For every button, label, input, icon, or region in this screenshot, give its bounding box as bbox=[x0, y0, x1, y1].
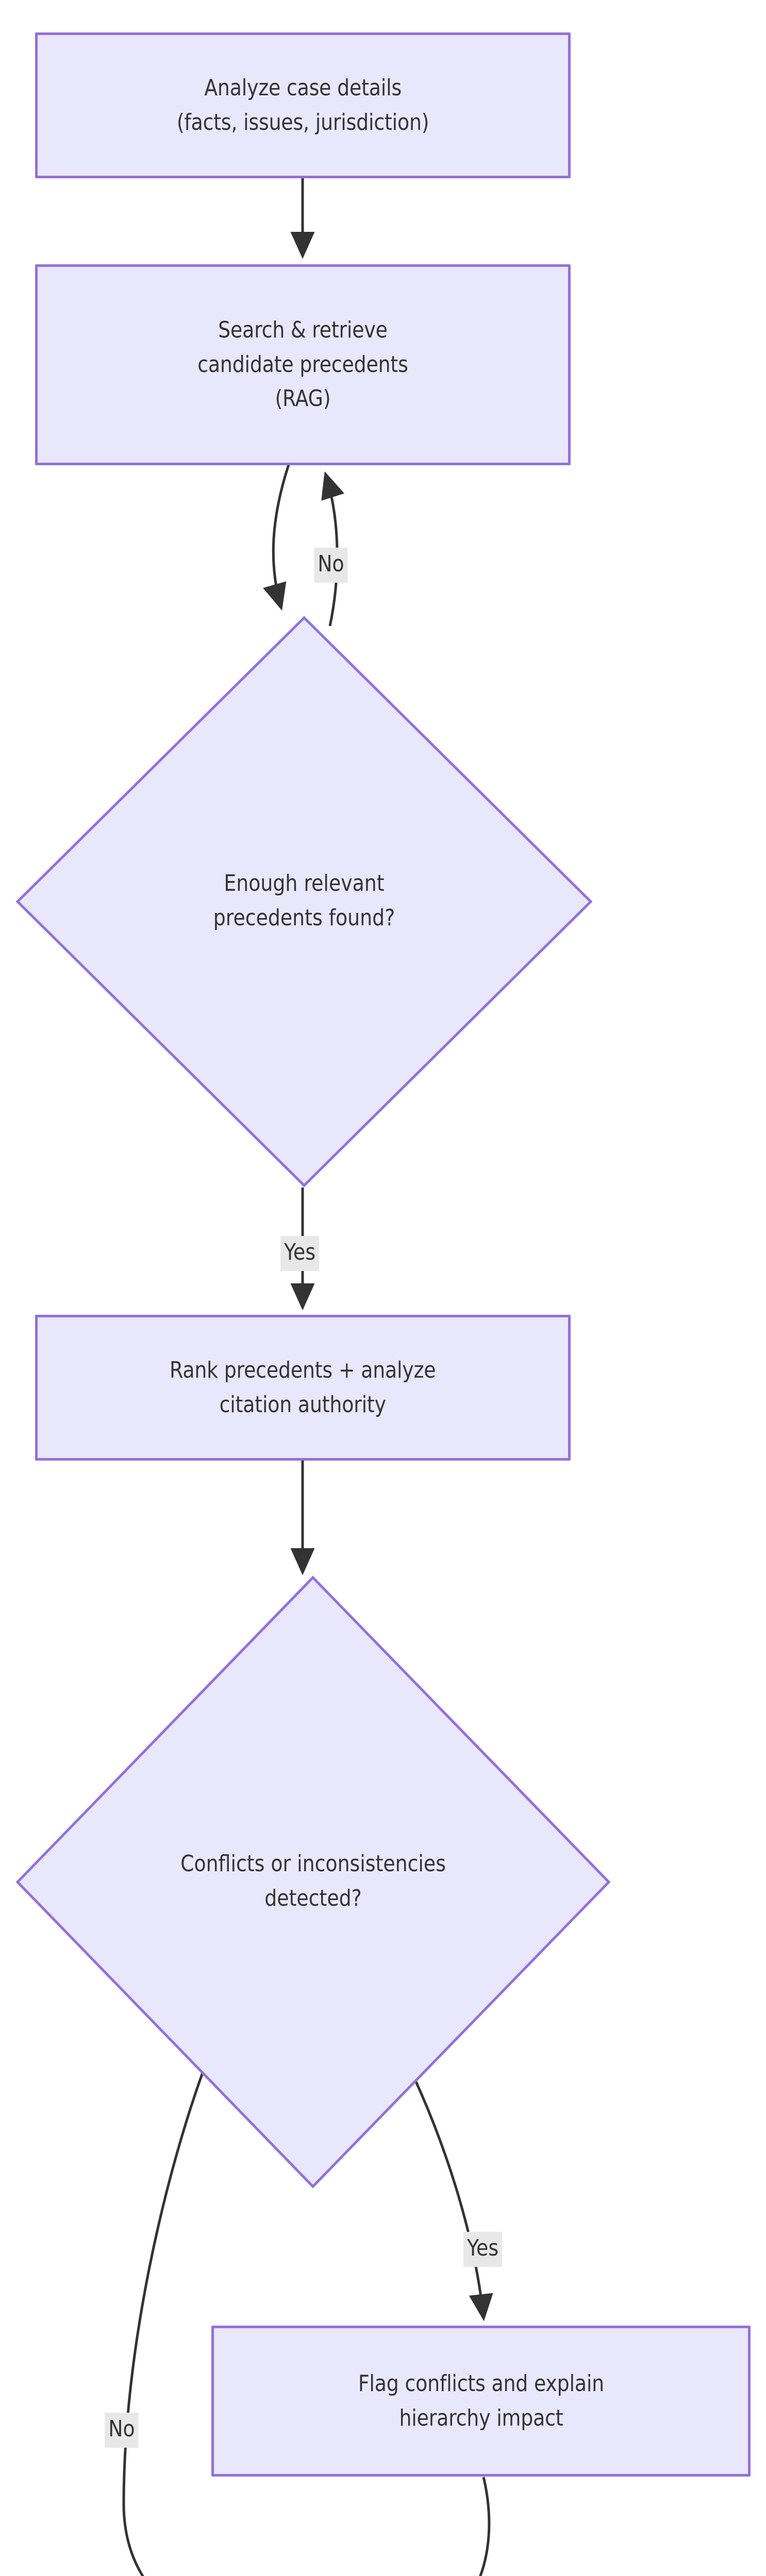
diamond-shape-enough-precedents bbox=[15, 616, 593, 1188]
node-flag-conflicts-label: Flag conflicts and explain hierarchy imp… bbox=[358, 2370, 604, 2431]
edge-label-yes-to-rank: Yes bbox=[280, 1236, 319, 1271]
edge-flag-to-deliver bbox=[478, 2477, 491, 2576]
edge-label-no-loop: No bbox=[314, 548, 348, 583]
node-conflicts-detected-decision-label: Conflicts or inconsistencies detected? bbox=[180, 1851, 446, 1911]
node-conflicts-detected-decision[interactable]: Conflicts or inconsistencies detected? bbox=[15, 1575, 611, 2189]
node-enough-precedents-decision-label: Enough relevant precedents found? bbox=[213, 870, 395, 931]
node-analyze-case-details-label: Analyze case details (facts, issues, jur… bbox=[176, 74, 429, 135]
node-rank-precedents[interactable]: Rank precedents + analyze citation autho… bbox=[35, 1315, 571, 1461]
diamond-shape-conflicts-detected bbox=[15, 1575, 611, 2189]
node-search-retrieve-precedents-label: Search & retrieve candidate precedents (… bbox=[197, 316, 408, 412]
node-search-retrieve-precedents[interactable]: Search & retrieve candidate precedents (… bbox=[35, 264, 571, 465]
node-analyze-case-details[interactable]: Analyze case details (facts, issues, jur… bbox=[35, 32, 571, 178]
edge-search-to-enough bbox=[263, 464, 290, 611]
node-flag-conflicts[interactable]: Flag conflicts and explain hierarchy imp… bbox=[211, 2326, 751, 2477]
node-rank-precedents-label: Rank precedents + analyze citation autho… bbox=[170, 1357, 436, 1418]
node-enough-precedents-decision[interactable]: Enough relevant precedents found? bbox=[15, 616, 593, 1188]
edge-label-no-to-deliver: No bbox=[105, 2413, 139, 2448]
edge-label-yes-to-flag: Yes bbox=[463, 2232, 502, 2267]
